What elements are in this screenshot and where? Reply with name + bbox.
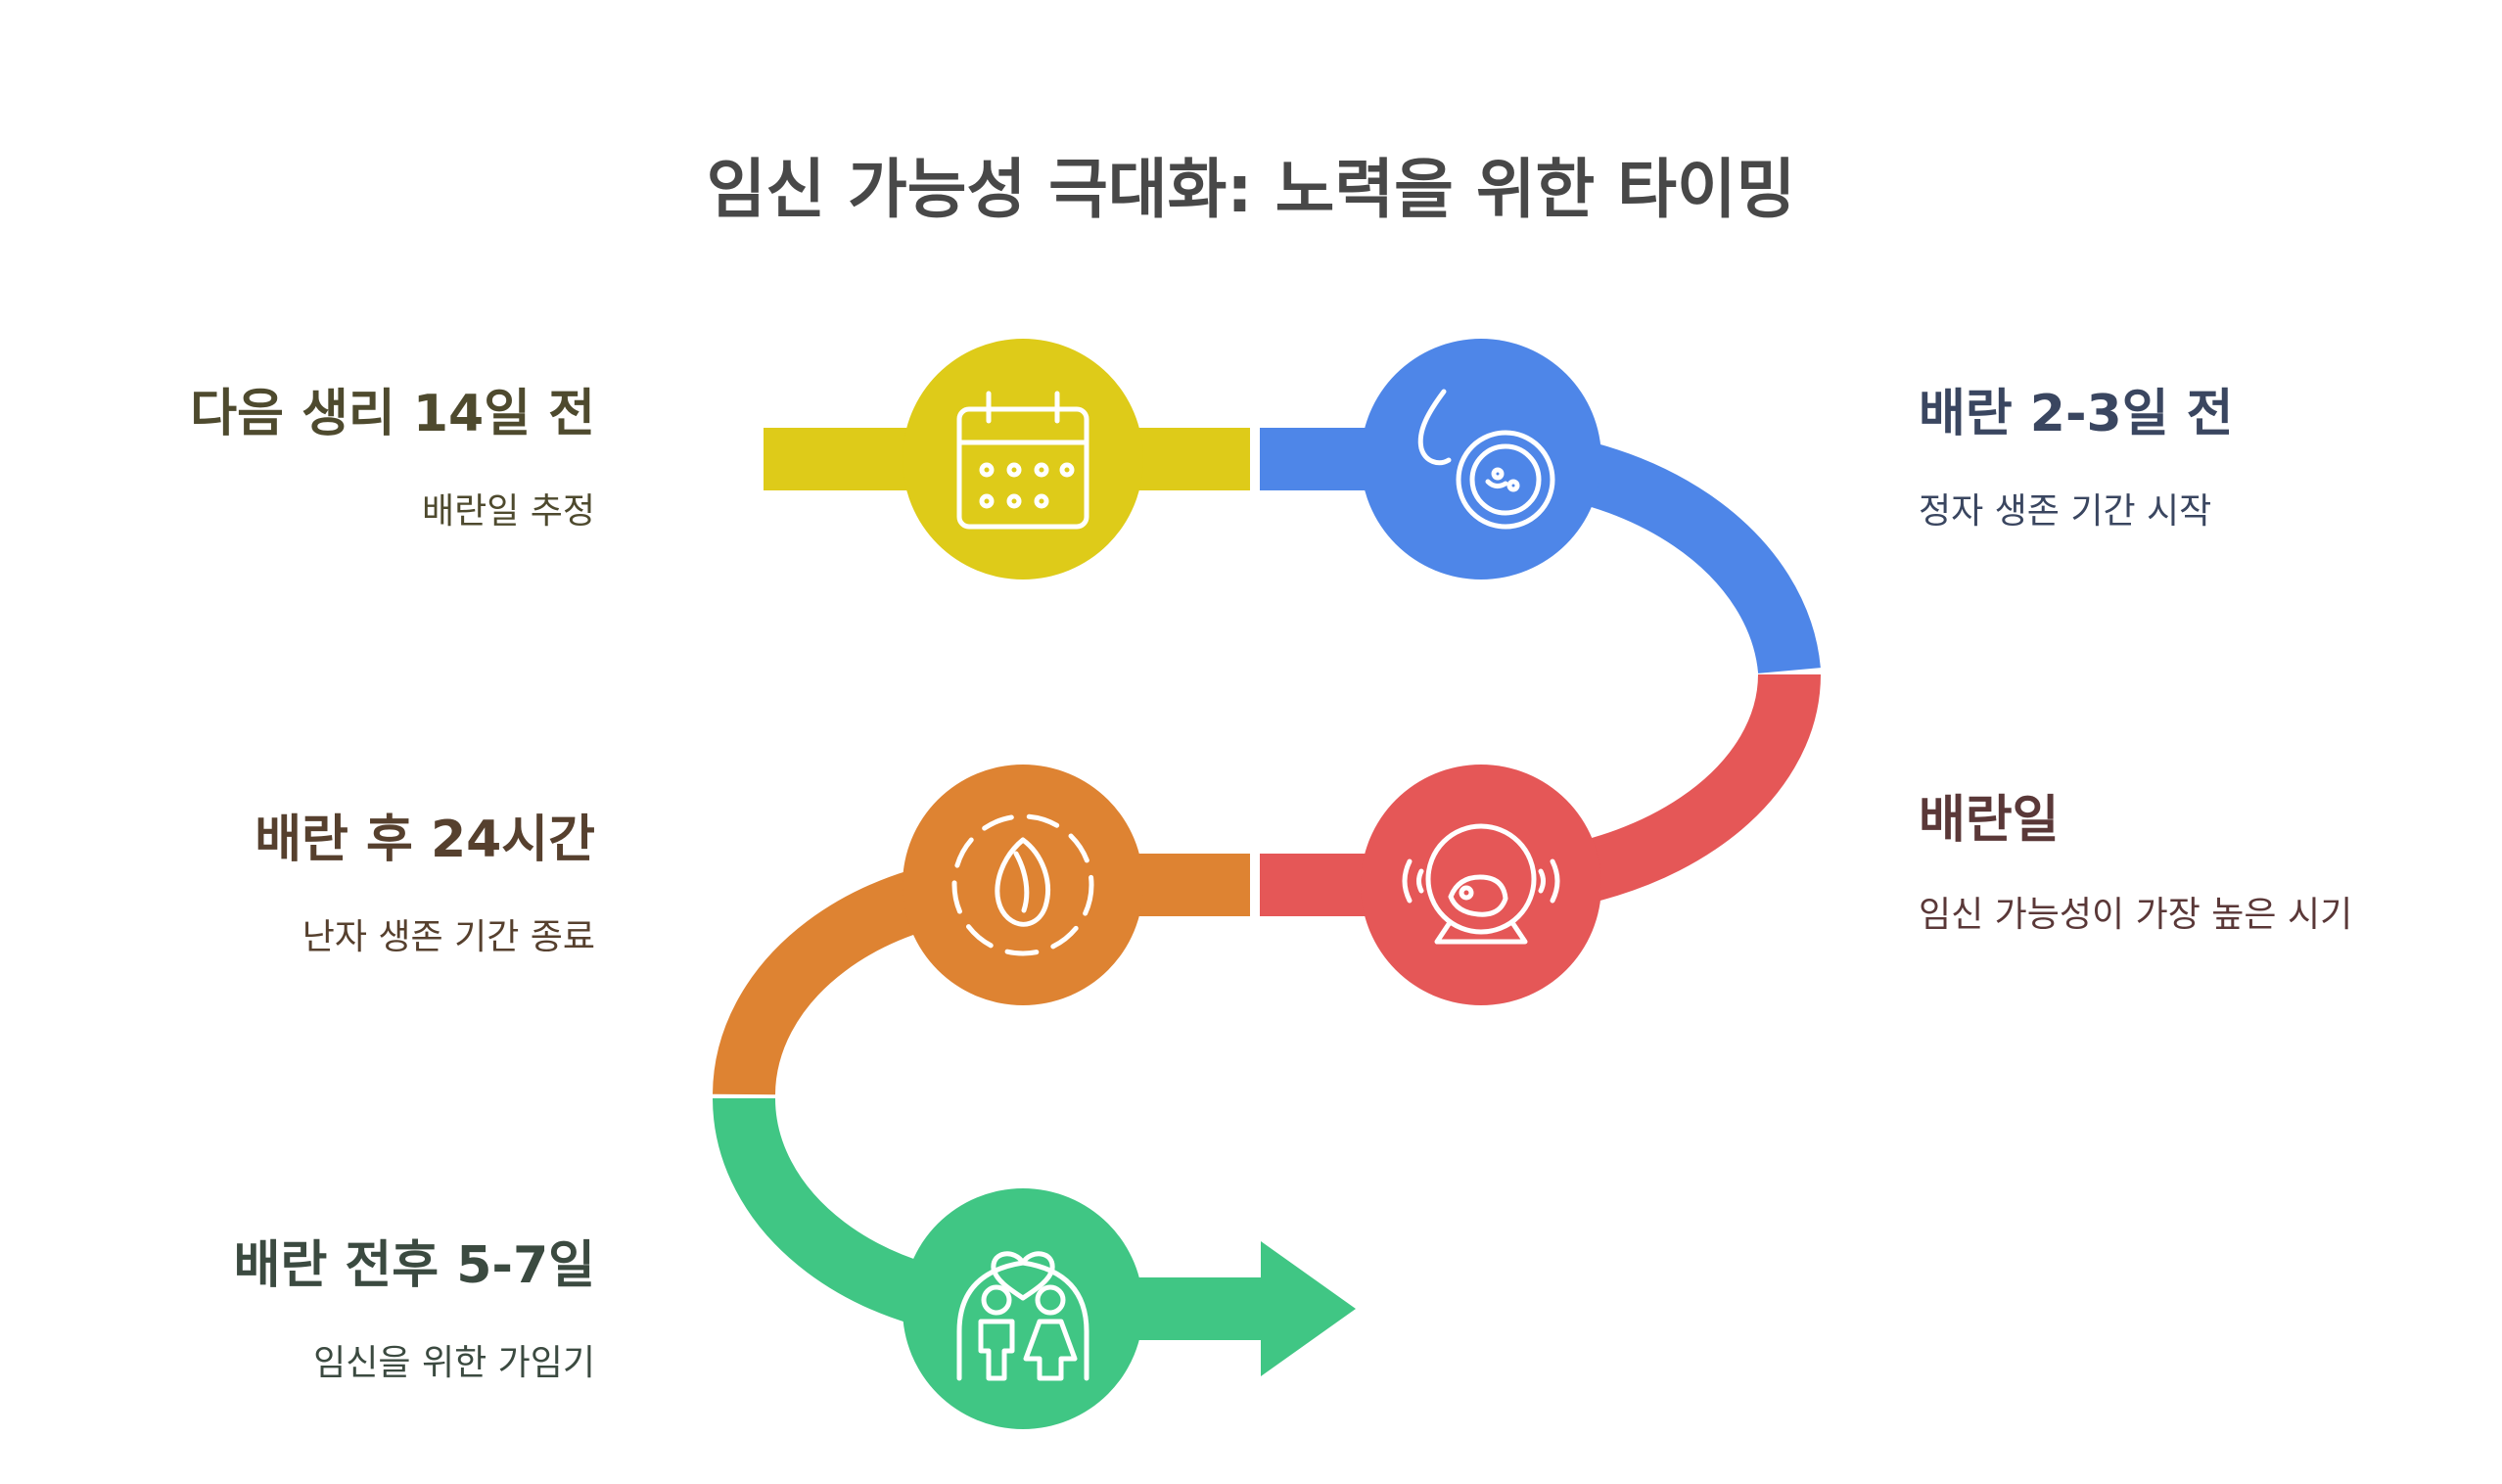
step-2-title: 배란 2-3일 전 bbox=[1919, 385, 2234, 443]
step-1-description: 배란일 추정 bbox=[421, 491, 595, 532]
egg-icon bbox=[951, 813, 1094, 956]
step-3-title: 배란일 bbox=[1919, 791, 2060, 850]
step-circle-3 bbox=[1361, 765, 1601, 1005]
step-circle-1 bbox=[903, 339, 1143, 580]
arrow-head bbox=[1261, 1241, 1356, 1376]
step-5-description: 임신을 위한 가임기 bbox=[313, 1343, 595, 1383]
step-4-title: 배란 후 24시간 bbox=[255, 811, 595, 869]
step-5-title: 배란 전후 5-7일 bbox=[233, 1236, 595, 1295]
calendar-icon bbox=[956, 391, 1089, 530]
step-3-description: 임신 가능성이 가장 높은 시기 bbox=[1919, 895, 2353, 935]
ovum-globe-icon bbox=[1402, 823, 1560, 945]
sperm-cell-icon bbox=[1417, 389, 1555, 530]
couple-heart-icon bbox=[956, 1251, 1089, 1381]
step-circle-4 bbox=[903, 765, 1143, 1005]
step-2-description: 정자 생존 기간 시작 bbox=[1919, 491, 2212, 532]
page-title: 임신 가능성 극대화: 노력을 위한 타이밍 bbox=[706, 152, 1796, 227]
step-1-title: 다음 생리 14일 전 bbox=[190, 385, 595, 443]
step-4-description: 난자 생존 기간 종료 bbox=[301, 917, 595, 957]
step-circle-5 bbox=[903, 1188, 1143, 1429]
